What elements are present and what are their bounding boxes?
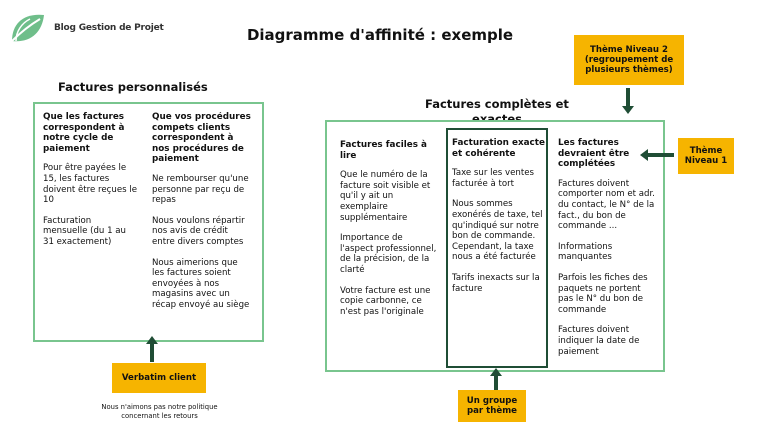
arrow-down-icon bbox=[622, 88, 634, 114]
right-col-1-header: Factures faciles à lire bbox=[340, 140, 427, 161]
verbatim-tag: Verbatim client bbox=[112, 363, 206, 393]
left-col-1: Que les factures correspondent à notre c… bbox=[43, 112, 138, 258]
left-group-title: Factures personnalisés bbox=[58, 80, 208, 94]
note-item: Parfois les fiches des paquets ne porten… bbox=[558, 272, 648, 315]
diagram-title: Diagramme d'affinité : exemple bbox=[246, 26, 514, 44]
verbatim-note: Nous n'aimons pas notre politique concer… bbox=[101, 403, 218, 420]
note-item: Factures doivent indiquer la date de pai… bbox=[558, 325, 640, 357]
note-item: Ne rembourser qu'une personne par reçu d… bbox=[152, 173, 249, 206]
brand-logo: Blog Gestion de Projet bbox=[8, 8, 198, 48]
note-item: Taxe sur les ventes facturée à tort bbox=[452, 168, 534, 189]
note-item: Informations manquantes bbox=[558, 241, 613, 263]
arrow-up-icon bbox=[146, 336, 158, 362]
brand-name: Blog Gestion de Projet bbox=[54, 23, 164, 33]
theme-level-2-tag: Thème Niveau 2 (regroupement de plusieur… bbox=[574, 35, 684, 85]
leaf-logo-icon bbox=[11, 14, 44, 42]
arrow-left-icon bbox=[640, 149, 674, 161]
note-item: Nous aimerions que les factures soient e… bbox=[152, 257, 250, 310]
right-col-3-header: Les factures devraient être complétées bbox=[558, 138, 630, 170]
note-item: Tarifs inexacts sur la facture bbox=[452, 272, 540, 294]
note-item: Pour être payées le 15, les factures doi… bbox=[43, 163, 138, 206]
left-group-card bbox=[33, 102, 264, 342]
note-item: Facturation mensuelle (du 1 au 31 exacte… bbox=[43, 215, 127, 247]
note-item: Importance de l'aspect professionnel, de… bbox=[340, 233, 437, 275]
note-item: Factures doivent comporter nom et adr. d… bbox=[558, 178, 655, 232]
right-col-2-header: Facturation exacte et cohérente bbox=[452, 138, 545, 159]
theme-level-1-tag: Thème Niveau 1 bbox=[678, 138, 734, 174]
theme-group-card bbox=[446, 128, 548, 368]
left-col-2-header: Que vos procédures compets clients corre… bbox=[152, 112, 251, 165]
left-col-1-header: Que les factures correspondent à notre c… bbox=[43, 112, 125, 154]
note-item: Nous sommes exonérés de taxe, tel qu'ind… bbox=[452, 199, 543, 263]
note-item: Que le numéro de la facture soit visible… bbox=[340, 170, 431, 223]
right-col-3: Les factures devraient être complétées F… bbox=[558, 138, 658, 367]
note-item: Votre facture est une copie carbonne, ce… bbox=[340, 285, 431, 317]
right-col-1: Factures faciles à lire Que le numéro de… bbox=[340, 140, 438, 327]
group-per-theme-tag: Un groupe par thème bbox=[458, 390, 526, 422]
right-col-2: Facturation exacte et cohérente Taxe sur… bbox=[452, 138, 545, 304]
note-item: Nous voulons répartir nos avis de crédit… bbox=[152, 215, 245, 247]
arrow-up-icon bbox=[490, 368, 502, 390]
left-col-2: Que vos procédures compets clients corre… bbox=[152, 112, 252, 356]
